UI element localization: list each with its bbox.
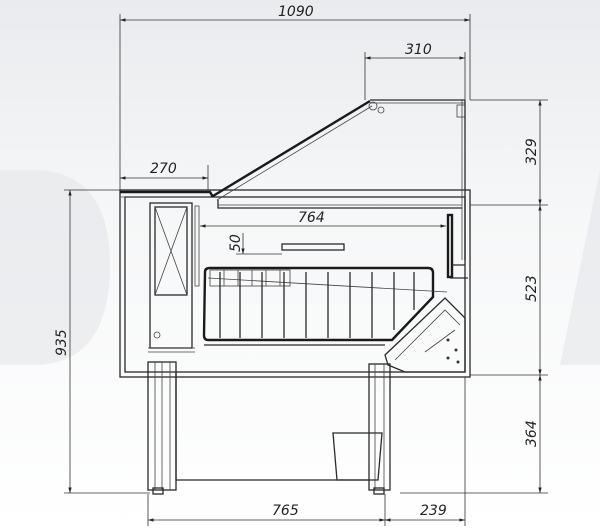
shelf	[281, 243, 345, 251]
dim-base-depth: 765	[272, 503, 299, 519]
dim-shelf-gap: 50	[228, 234, 244, 252]
dim-body-height: 523	[524, 275, 540, 302]
dim-inner-width: 764	[298, 210, 325, 226]
dim-total-width: 1090	[278, 4, 314, 20]
front-glass	[212, 99, 466, 201]
dim-leg-height: 364	[524, 420, 540, 447]
basket	[202, 266, 448, 346]
stand	[147, 361, 391, 495]
drain-bucket	[332, 432, 383, 481]
dimension-labels: 1090 310 270 764 50 935 329 523 364 765 …	[54, 4, 540, 519]
front-rail	[446, 213, 468, 279]
front-panel	[384, 297, 466, 373]
dim-total-height: 935	[54, 329, 70, 356]
dim-top-glass-depth: 310	[405, 42, 432, 58]
display-case-body	[119, 99, 471, 378]
dim-rear-counter: 270	[150, 161, 177, 177]
watermark	[0, 170, 600, 365]
dim-front-overhang: 239	[420, 503, 447, 519]
dimension-lines	[64, 14, 548, 526]
evaporator	[148, 202, 200, 353]
dim-glass-height: 329	[524, 138, 540, 165]
